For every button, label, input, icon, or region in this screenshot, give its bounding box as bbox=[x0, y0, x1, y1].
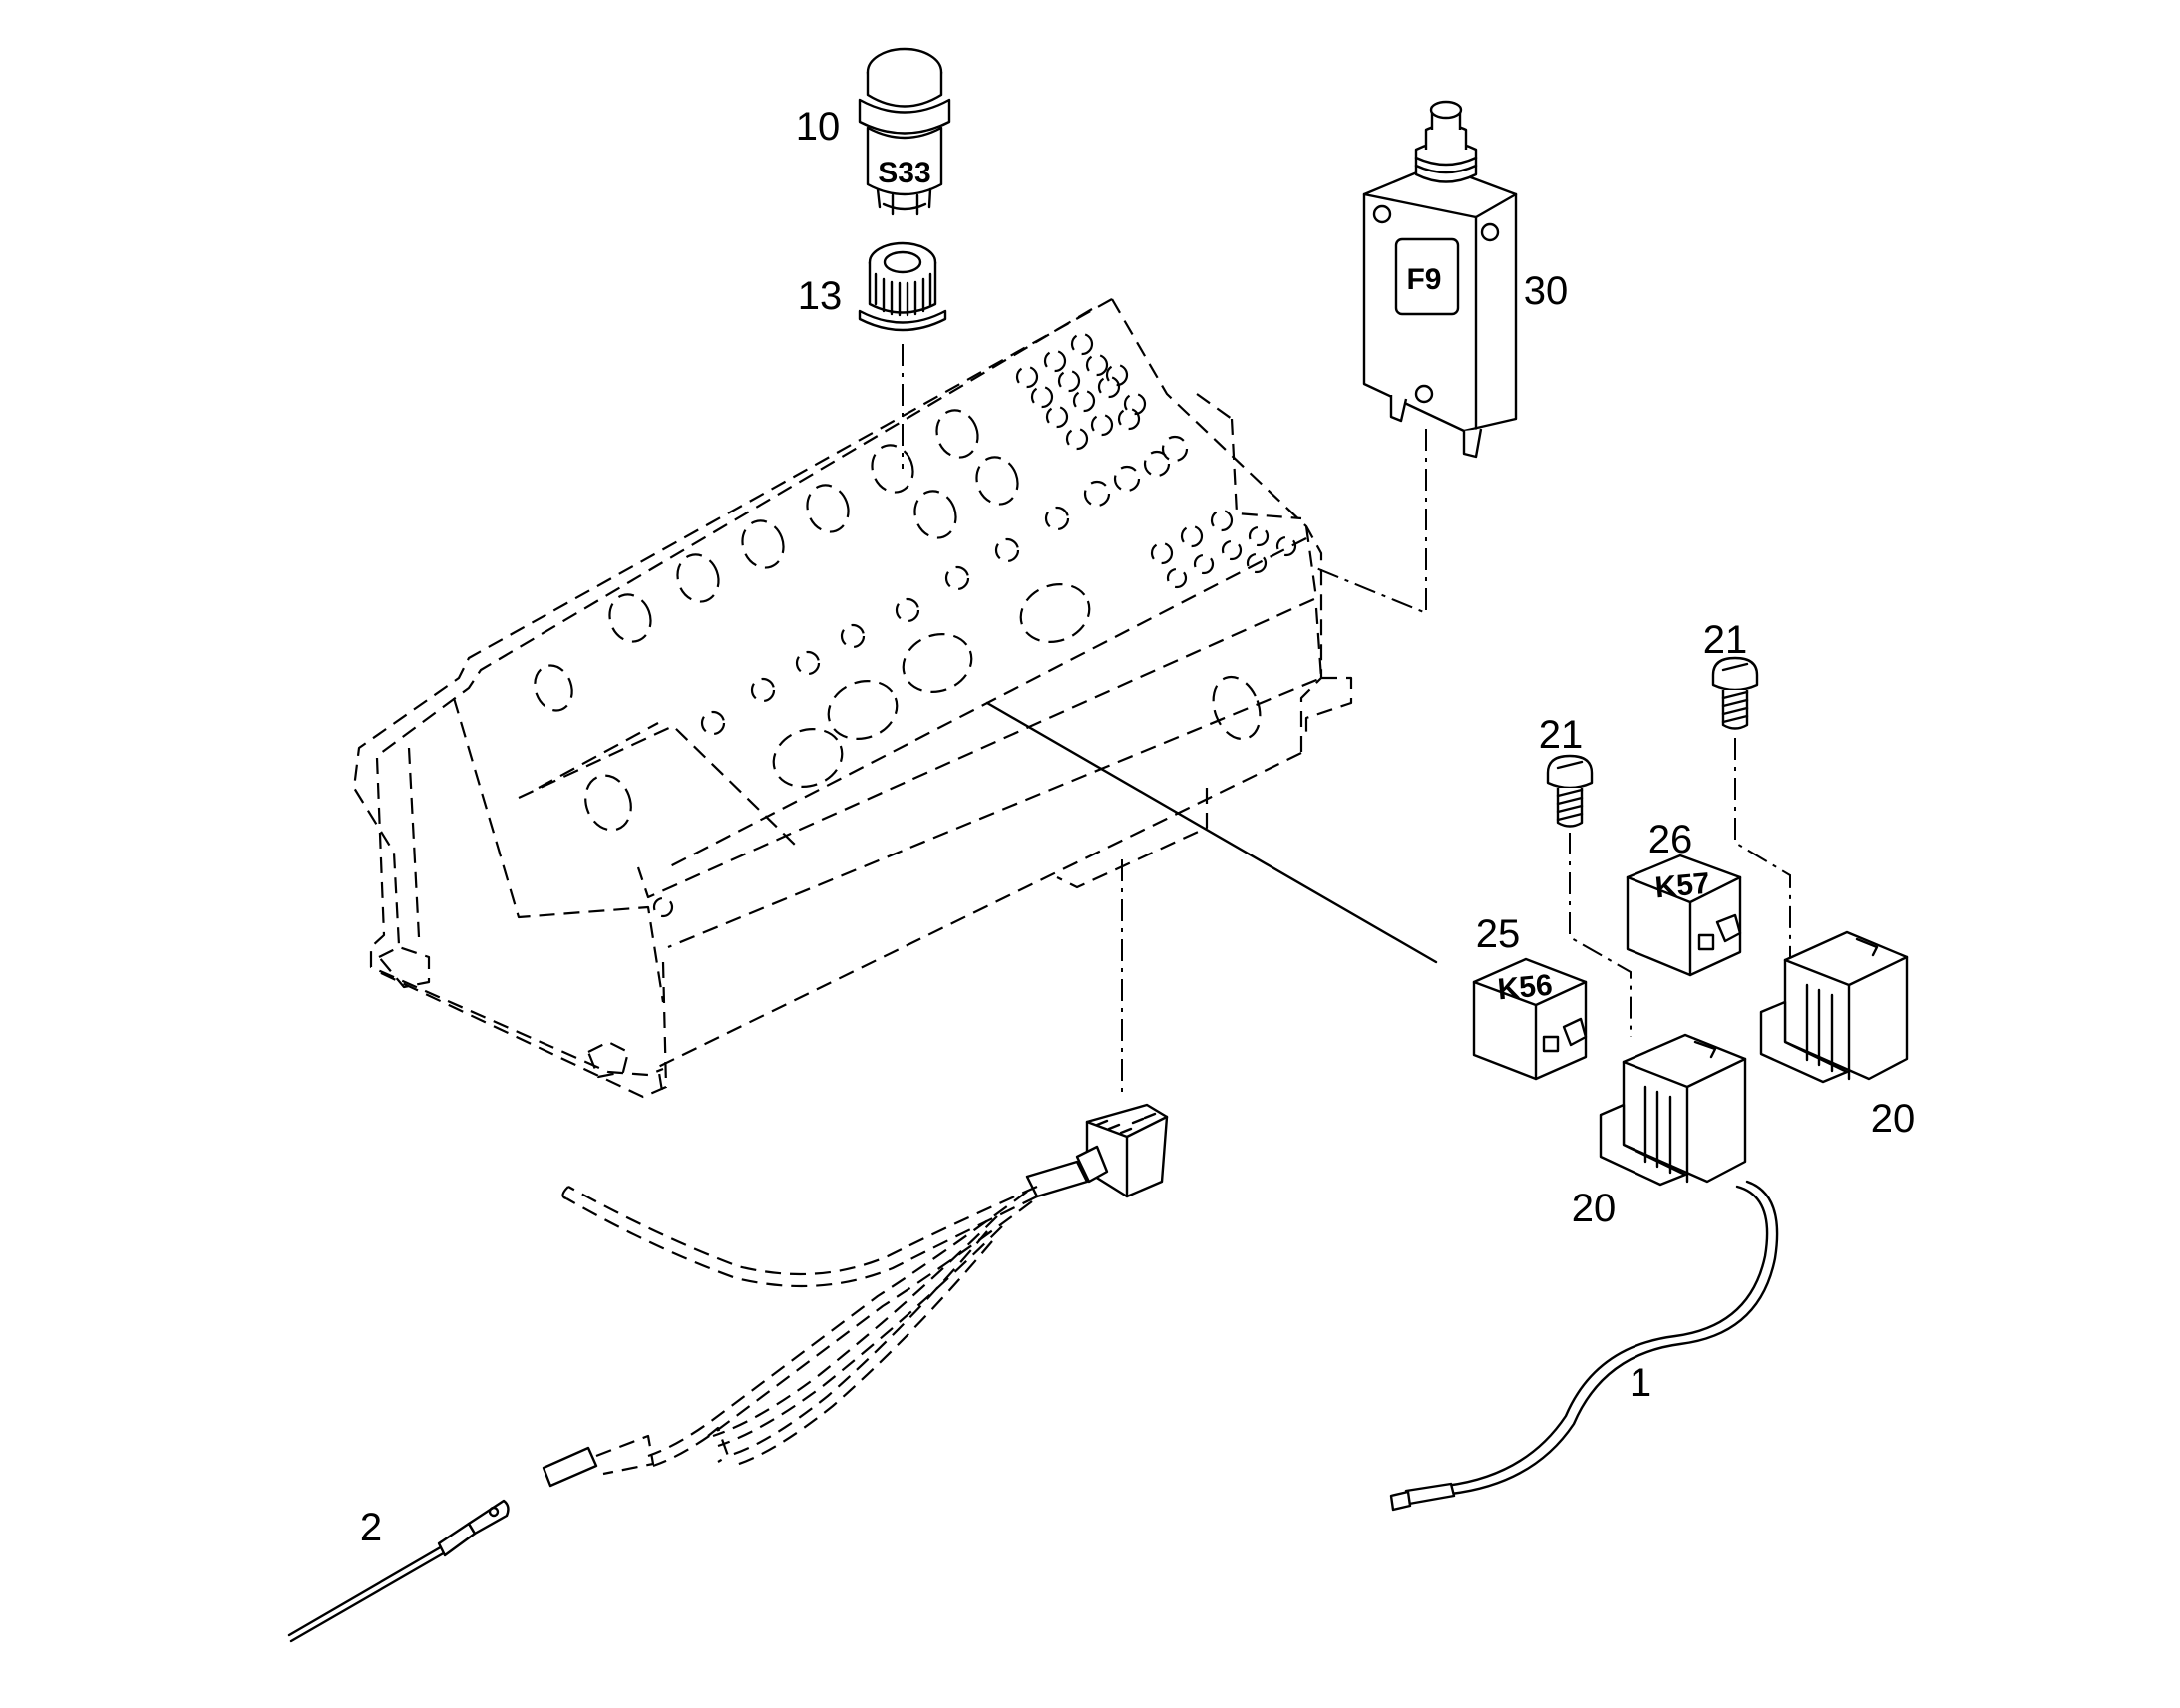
screw-left bbox=[1546, 754, 1594, 828]
callout-21-left: 21 bbox=[1539, 713, 1584, 757]
leader-relay-group bbox=[985, 701, 1438, 964]
relay-k56: K56 bbox=[1472, 957, 1588, 1081]
push-switch-s33: S33 bbox=[858, 47, 951, 216]
switch-marking: S33 bbox=[878, 157, 930, 189]
callout-20-left: 20 bbox=[1572, 1187, 1617, 1230]
callout-30: 30 bbox=[1524, 269, 1569, 313]
wire-1 bbox=[1389, 1180, 1779, 1512]
wiring-harness bbox=[542, 1103, 1169, 1488]
breaker-marking: F9 bbox=[1406, 263, 1441, 296]
leader-screw-right bbox=[1734, 738, 1791, 962]
circuit-breaker-f9: F9 bbox=[1362, 100, 1518, 459]
callout-26: 26 bbox=[1648, 818, 1693, 861]
callout-25: 25 bbox=[1476, 912, 1521, 956]
callout-1: 1 bbox=[1630, 1361, 1651, 1405]
callout-13: 13 bbox=[798, 274, 843, 318]
relay-k57-marking: K57 bbox=[1653, 867, 1711, 905]
knurled-nut bbox=[858, 241, 947, 332]
leader-screw-left bbox=[1569, 833, 1632, 1037]
wire-2 bbox=[287, 1499, 510, 1643]
callout-2: 2 bbox=[360, 1506, 382, 1549]
dashboard-panel bbox=[352, 298, 1353, 1099]
relay-k57: K57 bbox=[1626, 854, 1742, 977]
callout-20-right: 20 bbox=[1871, 1097, 1916, 1141]
leader-breaker bbox=[1315, 429, 1427, 615]
relay-socket-right bbox=[1759, 930, 1909, 1084]
relay-k56-marking: K56 bbox=[1496, 969, 1554, 1007]
callout-21-right: 21 bbox=[1703, 618, 1748, 662]
relay-socket-left bbox=[1599, 1033, 1747, 1187]
callout-10: 10 bbox=[796, 105, 841, 149]
screw-right bbox=[1711, 656, 1759, 730]
